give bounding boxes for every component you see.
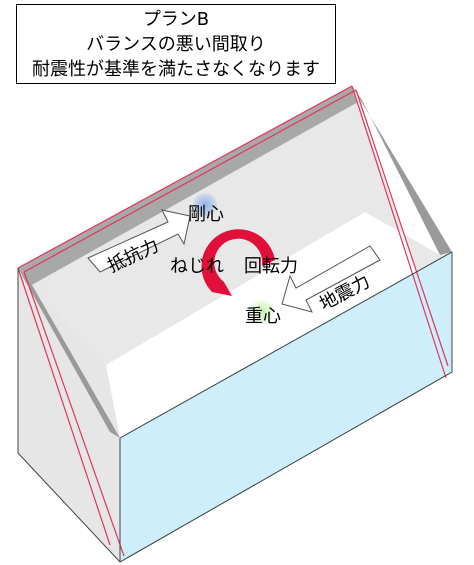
center-of-gravity-label: 重心 bbox=[245, 306, 281, 327]
rotation-arrow bbox=[201, 229, 275, 296]
left-wall bbox=[18, 268, 120, 562]
torsion-label: ねじれ bbox=[170, 256, 224, 277]
caption-layout: バランスの悪い間取り bbox=[86, 34, 266, 55]
left-wall-top bbox=[18, 268, 120, 438]
edge-lines bbox=[17, 85, 449, 557]
rotation-force-label: 回転力 bbox=[244, 256, 298, 277]
caption-warning: 耐震性が基準を満たさなくなります bbox=[32, 59, 320, 80]
gravity-center-dot bbox=[250, 300, 274, 324]
resistance-arrow bbox=[87, 209, 191, 273]
right-wall-top bbox=[352, 86, 452, 255]
caption-plan-name: プランB bbox=[142, 9, 210, 30]
stiffness-center-dot bbox=[193, 193, 217, 217]
caption-box: プランB バランスの悪い間取り 耐震性が基準を満たさなくなります bbox=[16, 4, 336, 84]
stiffness-center-label: 剛心 bbox=[188, 204, 224, 225]
back-wall-face bbox=[32, 100, 365, 365]
back-wall bbox=[18, 86, 362, 285]
frame-lines bbox=[17, 251, 453, 563]
seismic-force-arrow bbox=[281, 245, 381, 313]
